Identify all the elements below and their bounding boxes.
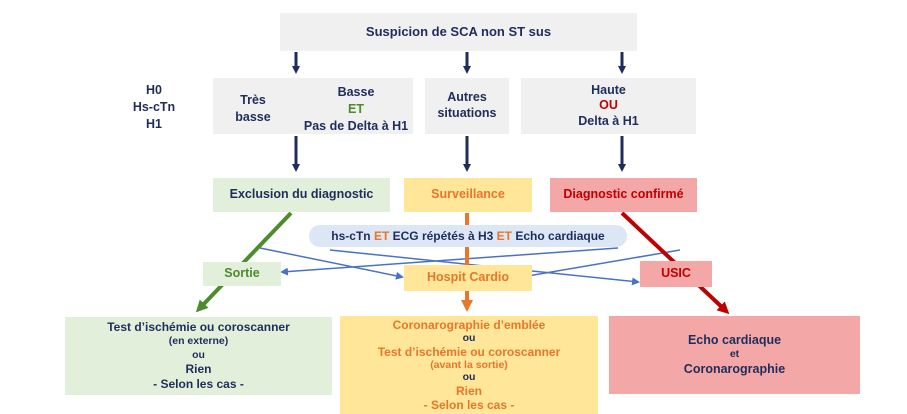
bottom-center-line6: Rien [455,383,482,398]
autres-line1: Autres [447,90,487,105]
hospit-cardio-label: Hospit Cardio [427,270,509,285]
haute-connector: OU [599,98,618,113]
bottom-center-line7: - Selon les cas - [423,397,515,412]
autres-box: Autres situations [425,78,509,134]
diagnostic-confirme-box: Diagnostic confirmé [550,178,697,212]
surveillance-box: Surveillance [404,178,532,212]
tres-basse-line2: basse [235,109,271,124]
tests-band: hs-cTn ET ECG répétés à H3 ET Echo cardi… [309,225,627,247]
suspicion-title: Suspicion de SCA non ST sus [365,23,552,39]
side-label-h0: H0 [146,83,162,97]
bottom-left-line4: Rien [185,361,212,376]
bottom-right-line2: et [729,348,740,361]
arrow-green [195,211,293,313]
usic-label: USIC [661,266,691,281]
bottom-left-line5: - Selon les cas - [153,376,244,391]
surveillance-label: Surveillance [431,187,505,202]
usic-box: USIC [640,261,712,287]
bottom-right-line3: Coronarographie [683,361,786,376]
haute-line1: Haute [591,82,626,97]
basse-label: Basse ET Pas de Delta à H1 [298,84,414,135]
bottom-center-line2: ou [462,332,476,345]
arrow-cross-right-to-sortie [280,247,619,276]
tests-part3: Echo cardiaque [512,228,605,243]
tests-et2: ET [496,228,513,243]
bottom-left-line3: ou [192,348,205,361]
haute-box: Haute OU Delta à H1 [521,78,696,134]
bottom-center-line5: ou [462,371,476,384]
exclusion-box: Exclusion du diagnostic [213,178,390,212]
bottom-left-box: Test d’ischémie ou coroscanner (en exter… [65,317,332,395]
bottom-center-line1: Coronarographie d’emblée [392,318,546,333]
basse-connector: ET [348,101,364,116]
tres-basse-line1: Très [240,93,266,107]
diagnostic-confirme-label: Diagnostic confirmé [563,187,684,202]
bottom-right-box: Echo cardiaque et Coronarographie [609,316,860,394]
arrow-cross-right-to-hospit [520,249,681,280]
suspicion-box: Suspicion de SCA non ST sus [280,13,637,51]
sortie-box: Sortie [203,262,281,286]
bottom-left-line2: (en externe) [168,335,229,348]
autres-line2: situations [437,106,497,120]
side-label: H0 Hs-cTn H1 [120,82,188,133]
basse-line1: Basse [337,85,375,99]
bottom-center-box: Coronarographie d’emblée ou Test d’isché… [340,316,598,414]
tests-part2: ECG répétés à H3 [389,228,497,243]
basse-line3: Pas de Delta à H1 [303,118,409,133]
bottom-right-line1: Echo cardiaque [687,332,782,347]
bottom-center-line3: Test d’ischémie ou coroscanner [377,344,561,359]
arrow-cross-left-to-hospit [259,247,404,280]
sortie-label: Sortie [224,266,260,281]
tests-et1: ET [373,228,390,243]
side-label-hs-ctn: Hs-cTn [132,99,176,114]
bottom-center-line4: (avant la sortie) [430,358,508,371]
hospit-cardio-box: Hospit Cardio [404,265,532,291]
exclusion-label: Exclusion du diagnostic [229,187,374,202]
tres-basse-label: Très basse [213,92,293,126]
side-label-h1: H1 [146,116,162,131]
haute-line3: Delta à H1 [578,113,639,128]
basse-group-box [213,78,413,134]
bottom-left-line1: Test d’ischémie ou coroscanner [107,320,290,335]
tests-part1: hs-cTn [331,228,374,243]
